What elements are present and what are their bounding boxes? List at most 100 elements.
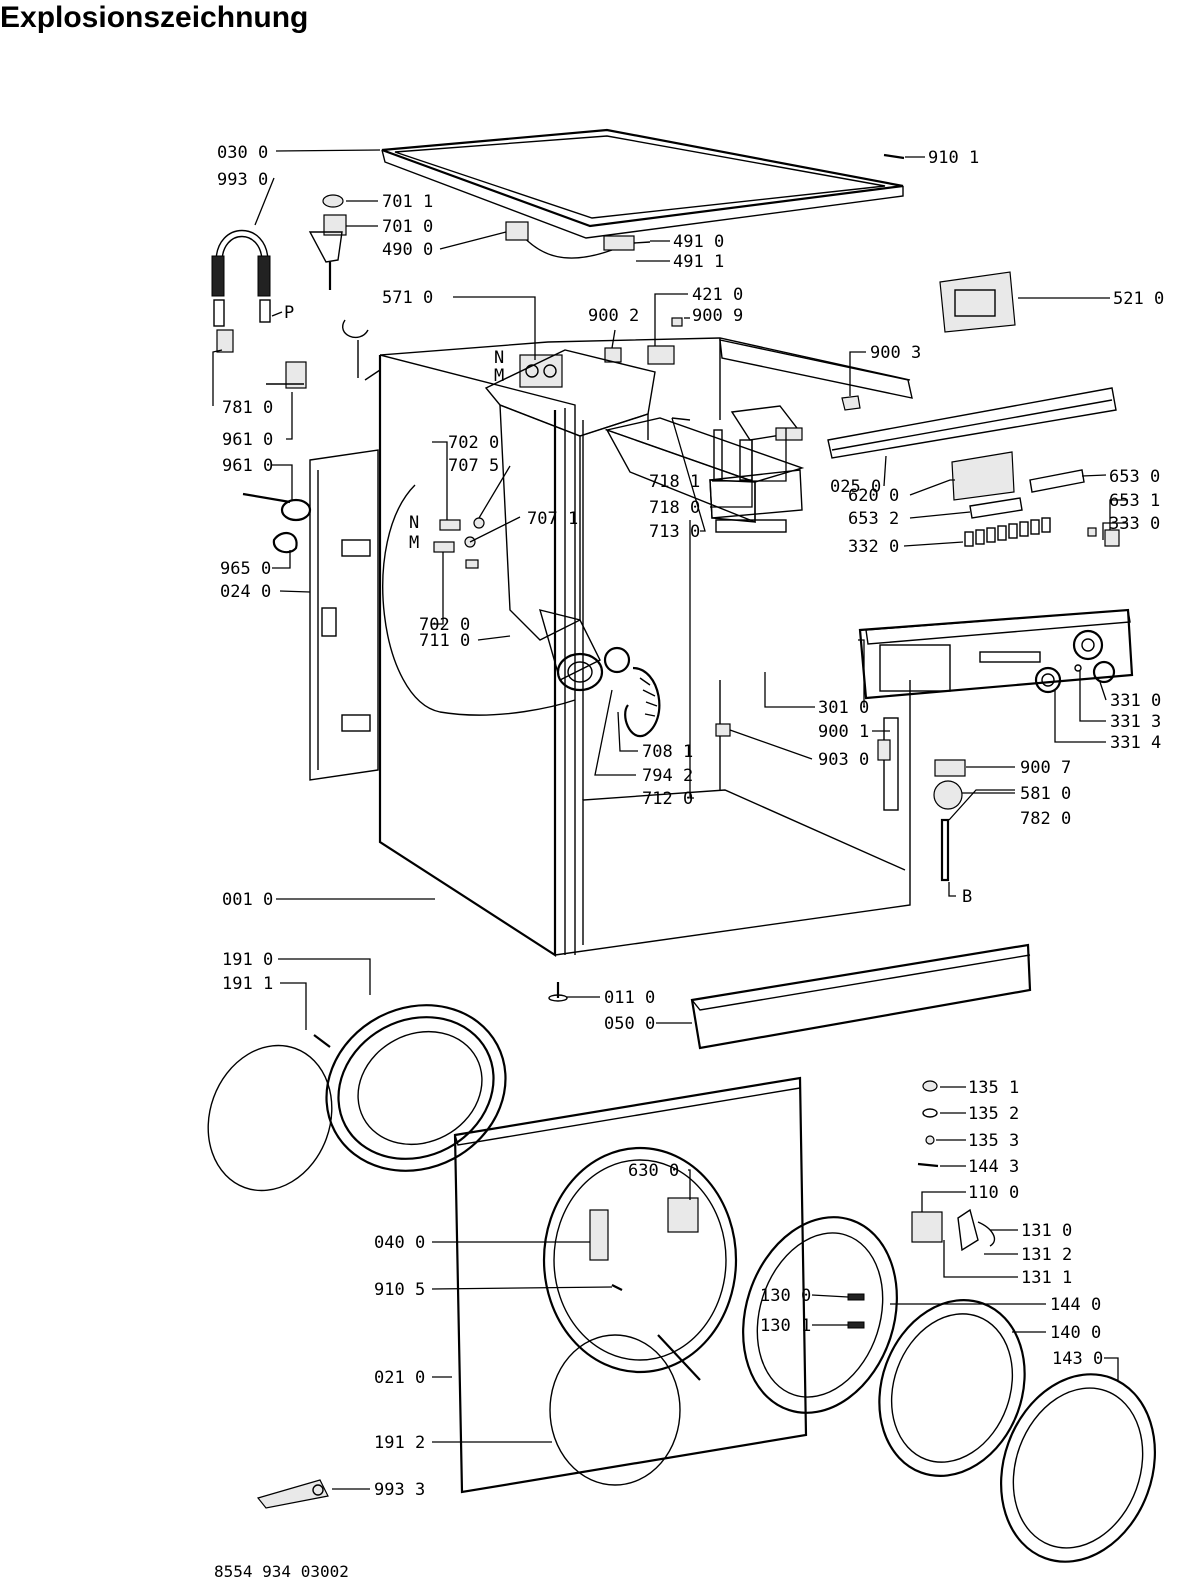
callout-label: 333 0 bbox=[1109, 514, 1160, 534]
callout-label: 701 1 bbox=[382, 192, 433, 212]
callout-label: M bbox=[409, 533, 419, 553]
callout-label: 900 2 bbox=[588, 306, 639, 326]
callout-label: 630 0 bbox=[628, 1161, 679, 1181]
dispenser-group-outline bbox=[382, 484, 576, 716]
top-cover bbox=[381, 128, 904, 228]
seal-wire bbox=[207, 1044, 333, 1192]
callout-label: 191 2 bbox=[374, 1433, 425, 1453]
callout-label: 131 2 bbox=[1021, 1245, 1072, 1265]
callout-label: 011 0 bbox=[604, 988, 655, 1008]
door-glass bbox=[878, 1299, 1026, 1477]
callout-label: 910 1 bbox=[928, 148, 979, 168]
front-panel bbox=[453, 1076, 808, 1494]
callout-label: 708 1 bbox=[642, 742, 693, 762]
callout-label: 130 0 bbox=[760, 1286, 811, 1306]
callout-label: 331 4 bbox=[1110, 733, 1161, 753]
callout-label: 782 0 bbox=[1020, 809, 1071, 829]
callout-label: 571 0 bbox=[382, 288, 433, 308]
callout-label: N bbox=[494, 348, 504, 368]
callout-label: 794 2 bbox=[642, 766, 693, 786]
callout-label: 961 0 bbox=[222, 430, 273, 450]
callout-label: 581 0 bbox=[1020, 784, 1071, 804]
callout-label: 653 1 bbox=[1109, 491, 1160, 511]
tap-cap bbox=[322, 194, 344, 208]
callout-label: B bbox=[962, 887, 972, 907]
plinth bbox=[690, 943, 1032, 1050]
callout-label: 131 0 bbox=[1021, 1221, 1072, 1241]
callout-label: 521 0 bbox=[1113, 289, 1164, 309]
callout-label: 144 3 bbox=[968, 1157, 1019, 1177]
fascia-panel bbox=[858, 608, 1134, 700]
door-tool bbox=[256, 1479, 329, 1509]
callout-label: 702 0 bbox=[419, 615, 470, 635]
callout-label: 301 0 bbox=[818, 698, 869, 718]
page-title: Explosionszeichnung bbox=[0, 1, 309, 34]
callout-label: 024 0 bbox=[220, 582, 271, 602]
callout-label: 135 1 bbox=[968, 1078, 1019, 1098]
document-number: 8554 934 03002 bbox=[214, 1562, 349, 1581]
control-module bbox=[939, 271, 1016, 333]
inlet-hose bbox=[215, 229, 269, 263]
callout-label: 712 0 bbox=[642, 789, 693, 809]
callout-label: 900 7 bbox=[1020, 758, 1071, 778]
callout-labels: 030 0 993 0 701 1 701 0 490 0 491 0 491 … bbox=[217, 143, 1164, 1500]
callout-label: 191 1 bbox=[222, 974, 273, 994]
callout-label: 110 0 bbox=[968, 1183, 1019, 1203]
callout-label: 781 0 bbox=[222, 398, 273, 418]
door-seal bbox=[325, 1004, 507, 1172]
drain-hose bbox=[624, 666, 661, 738]
callout-label: 143 0 bbox=[1052, 1349, 1103, 1369]
callout-label: N bbox=[409, 513, 419, 533]
callout-label: 021 0 bbox=[374, 1368, 425, 1388]
pressure-switch bbox=[933, 780, 963, 810]
button-row bbox=[964, 517, 1051, 547]
button-strip bbox=[1029, 469, 1085, 493]
callout-label: 900 9 bbox=[692, 306, 743, 326]
callout-label: 025 0 bbox=[830, 477, 881, 497]
panel-frame bbox=[827, 387, 1117, 459]
screw bbox=[883, 153, 905, 160]
door-frame bbox=[1000, 1373, 1156, 1563]
callout-label: 030 0 bbox=[217, 143, 268, 163]
callout-label: 130 1 bbox=[760, 1316, 811, 1336]
callout-label: 965 0 bbox=[220, 559, 271, 579]
leader-lines bbox=[212, 149, 1128, 1490]
callout-label: 620 0 bbox=[848, 486, 899, 506]
callout-label: 491 0 bbox=[673, 232, 724, 252]
callout-label: 331 0 bbox=[1110, 691, 1161, 711]
cabinet bbox=[364, 337, 913, 958]
callout-label: 701 0 bbox=[382, 217, 433, 237]
callout-label: P bbox=[284, 303, 294, 323]
callout-label: 050 0 bbox=[604, 1014, 655, 1034]
callout-label: 040 0 bbox=[374, 1233, 425, 1253]
callout-label: 140 0 bbox=[1050, 1323, 1101, 1343]
callout-label: 131 1 bbox=[1021, 1268, 1072, 1288]
door-ring bbox=[742, 1216, 898, 1414]
callout-label: 718 0 bbox=[649, 498, 700, 518]
callout-label: 993 0 bbox=[217, 170, 268, 190]
inlet-valve bbox=[519, 354, 563, 388]
callout-label: 718 1 bbox=[649, 472, 700, 492]
callout-label: 491 1 bbox=[673, 252, 724, 272]
callout-label: 653 2 bbox=[848, 509, 899, 529]
callout-label: 961 0 bbox=[222, 456, 273, 476]
callout-label: 713 0 bbox=[649, 522, 700, 542]
drain-hose-ring bbox=[603, 646, 631, 674]
callout-label: 331 3 bbox=[1110, 712, 1161, 732]
callout-label: 707 1 bbox=[527, 509, 578, 529]
callout-label: 001 0 bbox=[222, 890, 273, 910]
callout-label: 702 0 bbox=[448, 433, 499, 453]
callout-label: 903 0 bbox=[818, 750, 869, 770]
mains-cable bbox=[515, 227, 613, 259]
door-hinge bbox=[911, 1211, 943, 1243]
callout-label: 900 1 bbox=[818, 722, 869, 742]
dispenser-drawer bbox=[604, 417, 805, 533]
callout-label: 191 0 bbox=[222, 950, 273, 970]
door-seal-wire bbox=[549, 1334, 681, 1486]
callout-label: 993 3 bbox=[374, 1480, 425, 1500]
callout-label: 332 0 bbox=[848, 537, 899, 557]
parts-illustration bbox=[207, 128, 1156, 1563]
dispenser-housing bbox=[484, 349, 656, 692]
callout-label: 490 0 bbox=[382, 240, 433, 260]
